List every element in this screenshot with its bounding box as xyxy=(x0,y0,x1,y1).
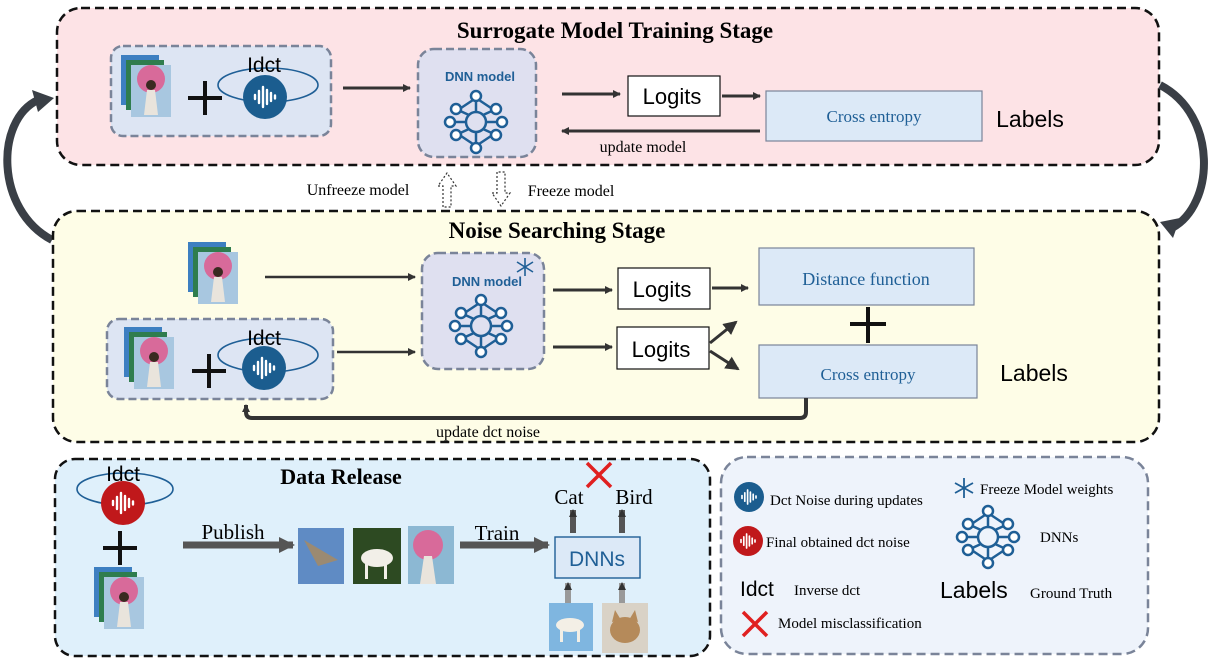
svg-text:Cross entropy: Cross entropy xyxy=(827,107,922,126)
freeze-label: Freeze model xyxy=(528,183,615,200)
snowflake-icon xyxy=(516,258,534,276)
svg-text:Idct: Idct xyxy=(106,463,140,486)
loop-arrow-right xyxy=(1158,81,1208,238)
svg-text:DNN model: DNN model xyxy=(452,274,522,289)
stage-data-release: Data Release Idct Publish Train D xyxy=(53,457,712,658)
published-image-girl xyxy=(408,526,454,584)
legend-idct-symbol: Idct xyxy=(740,578,774,601)
logits-box-top xyxy=(617,267,711,310)
svg-text:Final obtained dct noise: Final obtained dct noise xyxy=(766,535,910,551)
logits-box xyxy=(627,75,721,117)
logits-box-bottom xyxy=(616,326,710,370)
dnn-model-box xyxy=(420,251,546,371)
svg-text:Distance function: Distance function xyxy=(802,269,929,289)
idct-label: Idct xyxy=(247,54,281,77)
labels-text: Labels xyxy=(996,106,1064,132)
final-noise-icon xyxy=(101,481,145,525)
test-image-horse xyxy=(549,603,593,651)
plus-icon xyxy=(850,307,886,343)
svg-text:Freeze Model weights: Freeze Model weights xyxy=(980,482,1113,498)
stage-surrogate-training: Surrogate Model Training Stage Idct DNN … xyxy=(55,6,1161,167)
cross-entropy-box xyxy=(765,90,983,142)
svg-text:Logits: Logits xyxy=(632,337,691,362)
stage2-title: Noise Searching Stage xyxy=(449,218,666,243)
update-model-label: update model xyxy=(600,139,687,156)
final-noise-icon xyxy=(733,526,763,556)
svg-text:Logits: Logits xyxy=(633,277,692,302)
release-title: Data Release xyxy=(280,464,402,489)
svg-text:DNNs: DNNs xyxy=(1040,530,1078,546)
snowflake-icon xyxy=(954,478,974,498)
bird-label: Bird xyxy=(615,485,653,509)
clean-images xyxy=(188,242,238,304)
update-noise-label: update dct noise xyxy=(436,424,540,441)
training-images xyxy=(121,55,171,117)
svg-text:Logits: Logits xyxy=(643,84,702,109)
svg-text:Ground Truth: Ground Truth xyxy=(1030,586,1113,602)
stage-noise-searching: Noise Searching Stage Idct DNN model Log… xyxy=(51,209,1161,444)
noised-images xyxy=(124,327,174,389)
misclassification-cross-icon xyxy=(741,610,769,638)
svg-text:Inverse dct: Inverse dct xyxy=(794,583,861,599)
plus-icon xyxy=(103,531,137,565)
legend-labels-symbol: Labels xyxy=(940,577,1008,603)
dct-noise-icon xyxy=(734,482,764,512)
train-label: Train xyxy=(475,521,520,545)
plus-icon xyxy=(188,81,222,115)
test-image-cat xyxy=(602,603,648,653)
dnns-box xyxy=(554,536,641,579)
published-image-horse xyxy=(353,528,401,584)
labels-text: Labels xyxy=(1000,360,1068,386)
freeze-arrow xyxy=(490,171,512,208)
svg-text:DNNs: DNNs xyxy=(569,548,625,571)
dct-noise-icon xyxy=(242,346,286,390)
stage1-title: Surrogate Model Training Stage xyxy=(457,18,773,43)
svg-text:Idct: Idct xyxy=(247,327,281,350)
dct-noise-icon xyxy=(243,75,287,119)
distance-function-box xyxy=(758,247,975,306)
cat-label: Cat xyxy=(554,485,583,509)
plus-icon xyxy=(192,354,226,388)
publish-label: Publish xyxy=(201,520,265,544)
loop-arrow-left xyxy=(3,90,54,244)
svg-text:Model misclassification: Model misclassification xyxy=(778,616,922,632)
svg-text:DNN model: DNN model xyxy=(445,69,515,84)
published-image-bird xyxy=(298,528,344,584)
misclassification-cross-icon xyxy=(585,461,613,489)
svg-text:Dct Noise during updates: Dct Noise during updates xyxy=(770,493,923,509)
legend-panel: Dct Noise during updates Final obtained … xyxy=(719,455,1150,656)
cross-entropy-box xyxy=(758,344,978,399)
svg-text:Cross entropy: Cross entropy xyxy=(821,365,916,384)
update-noise-path xyxy=(242,398,808,420)
original-images xyxy=(94,567,144,629)
unfreeze-label: Unfreeze model xyxy=(307,182,410,199)
unfreeze-arrow xyxy=(436,171,458,208)
